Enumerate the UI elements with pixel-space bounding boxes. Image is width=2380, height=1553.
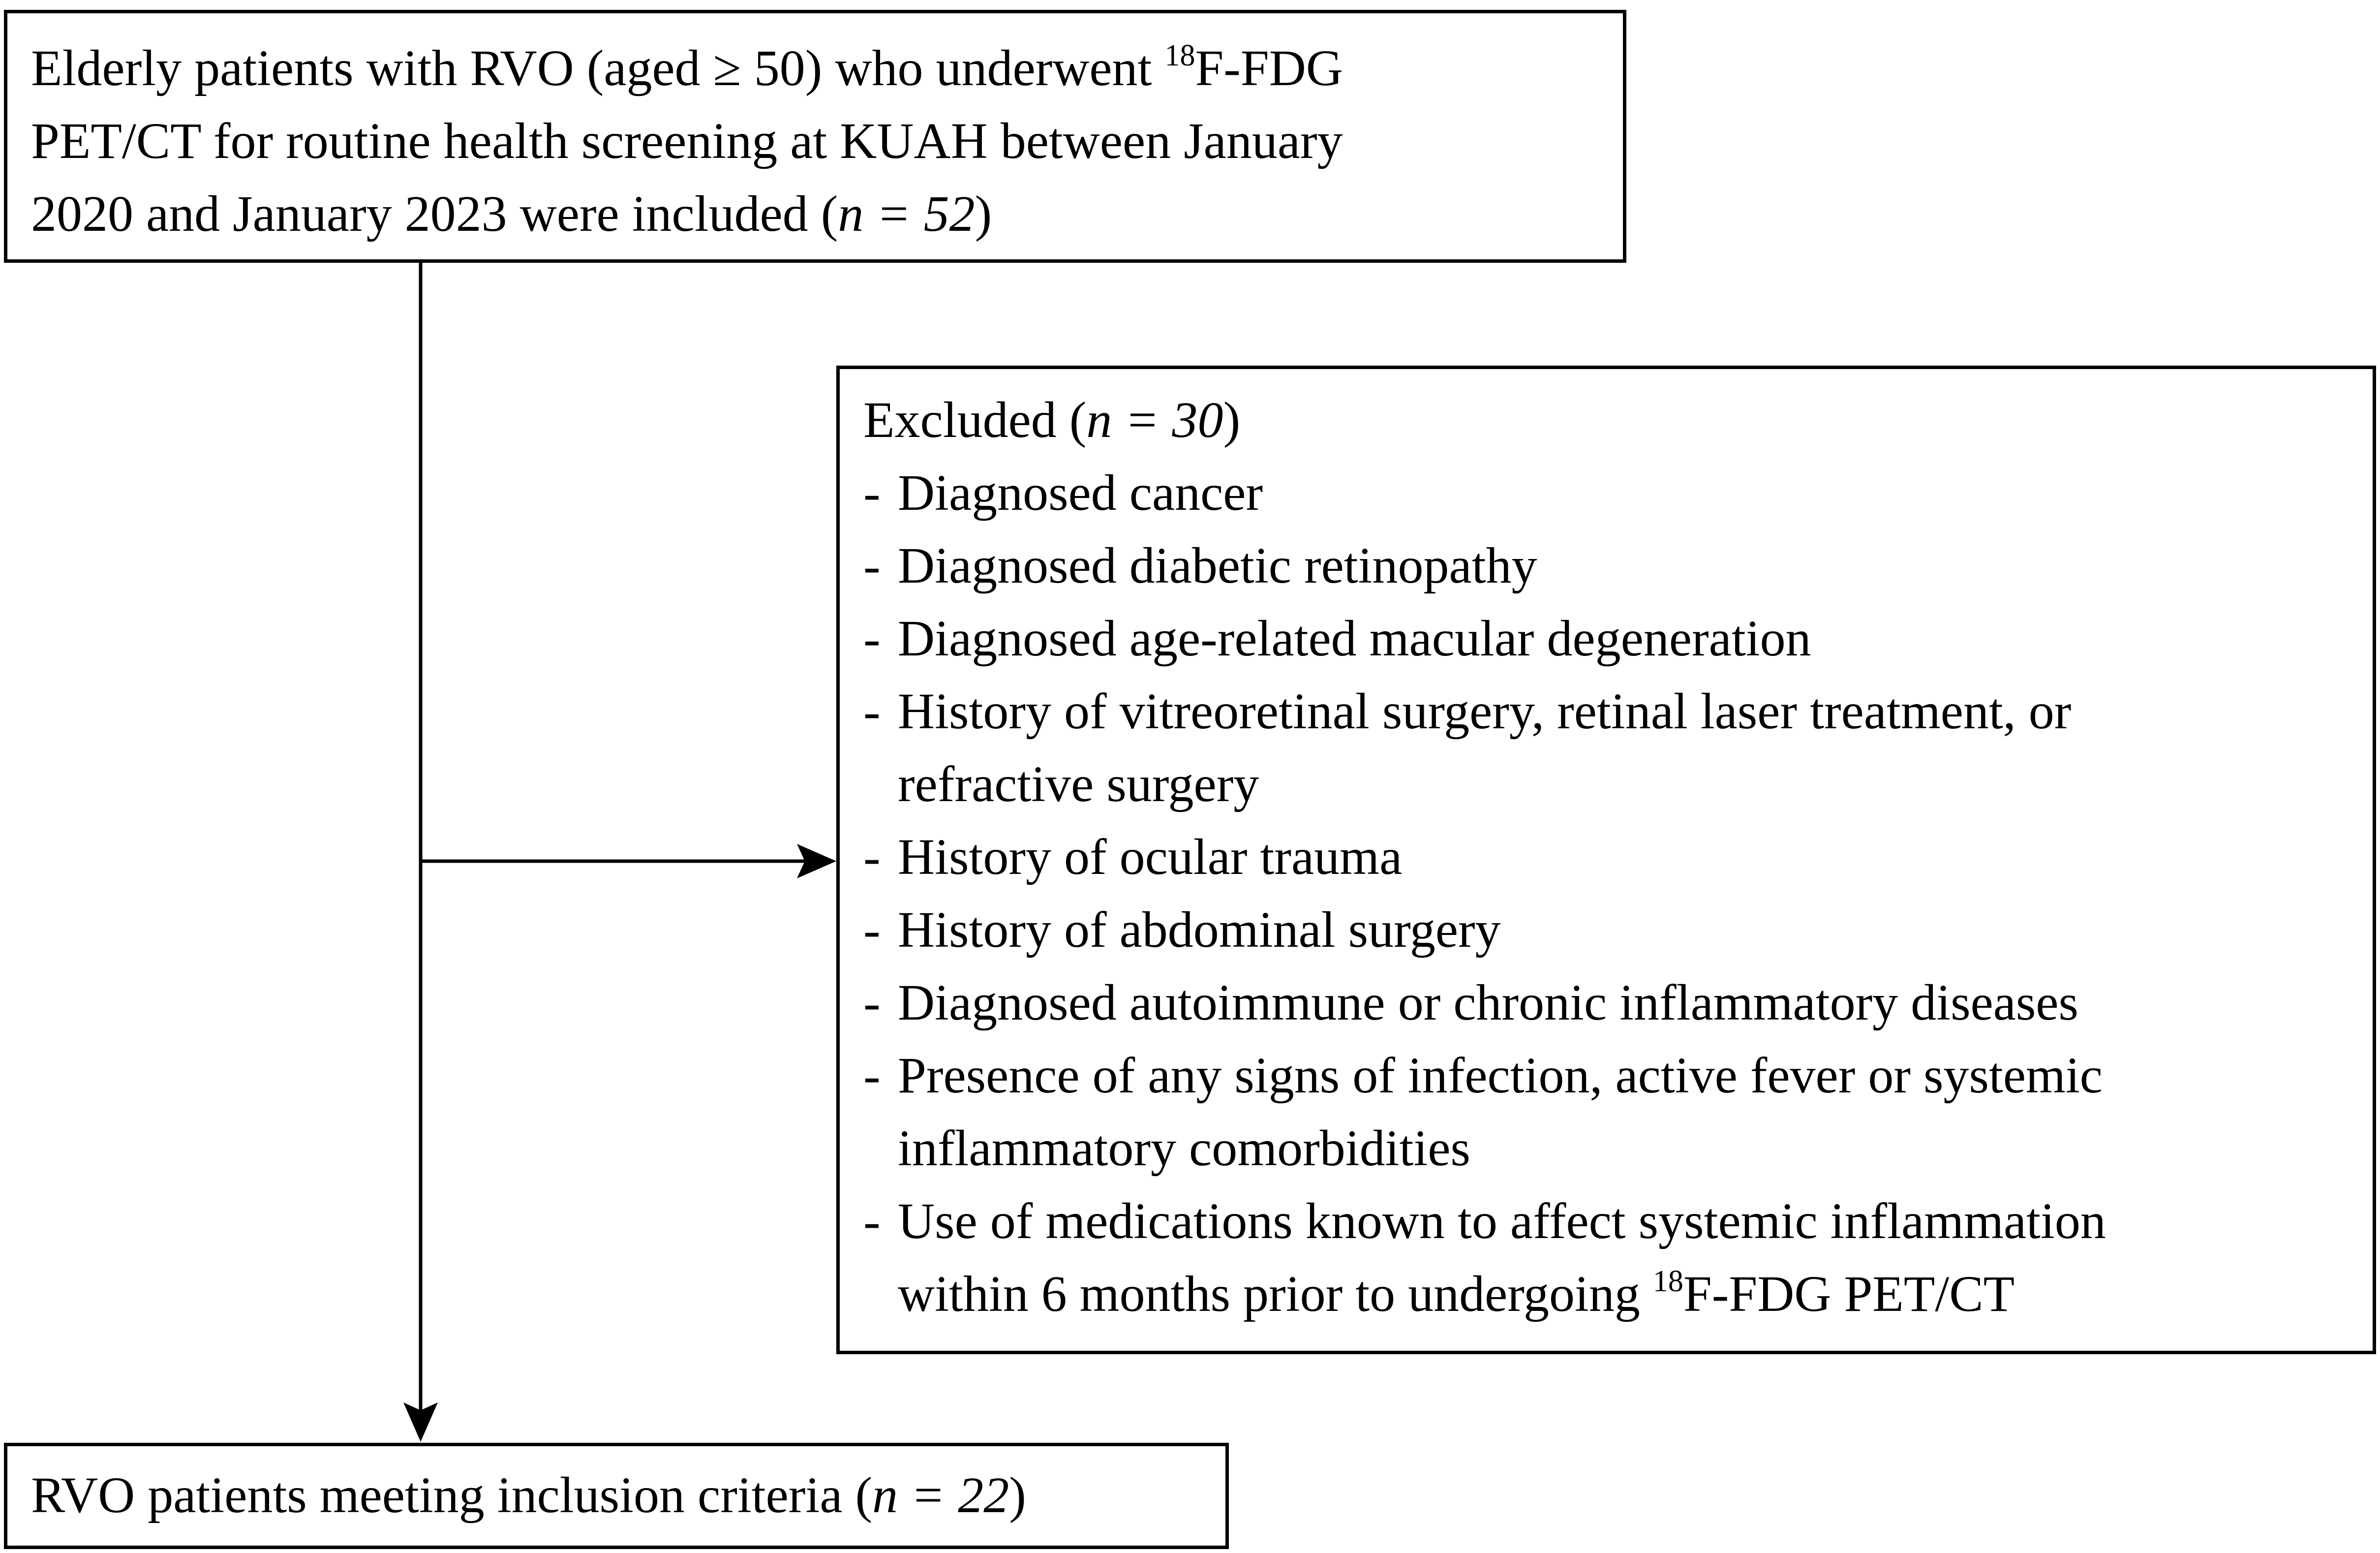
exclusion-list: -Diagnosed cancer-Diagnosed diabetic ret… <box>863 457 2373 1258</box>
exclusion-item-text: Diagnosed autoimmune or chronic inflamma… <box>898 974 2079 1031</box>
exclusion-item: -Diagnosed diabetic retinopathy <box>863 529 2373 602</box>
exclusion-item: inflammatory comorbidities <box>863 1112 2373 1185</box>
top-box-line-3-tail: ) <box>975 186 992 242</box>
exclusion-item-text: Diagnosed age-related macular degenerati… <box>898 610 1811 667</box>
bullet-dash: - <box>863 1193 881 1249</box>
top-box-line-2: PET/CT for routine health screening at K… <box>31 113 1343 169</box>
exclusion-item: refractive surgery <box>863 748 2373 821</box>
isotope-superscript: 18 <box>1164 39 1195 72</box>
bullet-dash: - <box>863 1047 881 1104</box>
excluded-title-text: Excluded ( <box>863 392 1087 448</box>
exclusion-item-text: inflammatory comorbidities <box>898 1120 1470 1177</box>
inclusion-source-box: Elderly patients with RVO (aged ≥ 50) wh… <box>4 10 1626 263</box>
arrowhead-right <box>797 844 836 878</box>
top-box-line-3: 2020 and January 2023 were included (n =… <box>31 178 1623 250</box>
exclusion-item: -History of ocular trauma <box>863 821 2373 894</box>
exclusion-item: -Use of medications known to affect syst… <box>863 1185 2373 1258</box>
arrowhead-down <box>403 1402 438 1442</box>
exclusion-last-line: within 6 months prior to undergoing 18F-… <box>863 1258 2373 1331</box>
bullet-dash: - <box>863 901 881 958</box>
exclusion-item: -Presence of any signs of infection, act… <box>863 1039 2373 1112</box>
total-count: n = 52 <box>838 186 975 242</box>
exclusion-item: -Diagnosed cancer <box>863 457 2373 529</box>
included-count: n = 22 <box>872 1467 1009 1523</box>
top-box-line-1-tail: F-FDG <box>1195 40 1343 96</box>
exclusion-item-text: History of abdominal surgery <box>898 901 1501 958</box>
excluded-count: n = 30 <box>1086 392 1223 448</box>
bullet-dash: - <box>863 829 881 885</box>
exclusion-item: -Diagnosed autoimmune or chronic inflamm… <box>863 966 2373 1039</box>
bullet-dash: - <box>863 683 881 740</box>
bullet-dash: - <box>863 537 881 594</box>
exclusion-item-text: Use of medications known to affect syste… <box>898 1193 2106 1249</box>
exclusion-item-text: Diagnosed cancer <box>898 465 1263 521</box>
excluded-title: Excluded (n = 30) <box>863 384 2373 457</box>
exclusion-item: -History of abdominal surgery <box>863 894 2373 966</box>
exclusion-last-line-tail: F-FDG PET/CT <box>1683 1266 2015 1322</box>
bottom-box-text-tail: ) <box>1009 1467 1026 1523</box>
bullet-dash: - <box>863 465 881 521</box>
bullet-dash: - <box>863 974 881 1031</box>
exclusion-item: -Diagnosed age-related macular degenerat… <box>863 602 2373 675</box>
exclusion-item-text: Presence of any signs of infection, acti… <box>898 1047 2103 1104</box>
top-box-line-1-text: Elderly patients with RVO (aged ≥ 50) wh… <box>31 40 1165 96</box>
isotope-superscript: 18 <box>1652 1265 1683 1298</box>
excluded-title-tail: ) <box>1223 392 1241 448</box>
exclusion-criteria-box: Excluded (n = 30) -Diagnosed cancer-Diag… <box>836 366 2376 1354</box>
top-box-line-3-text: 2020 and January 2023 were included ( <box>31 186 838 242</box>
top-box-line-1: Elderly patients with RVO (aged ≥ 50) wh… <box>31 32 1623 105</box>
exclusion-item-text: Diagnosed diabetic retinopathy <box>898 537 1537 594</box>
exclusion-last-line-text: within 6 months prior to undergoing <box>898 1266 1653 1322</box>
exclusion-item-text: refractive surgery <box>898 756 1259 812</box>
bullet-dash: - <box>863 610 881 667</box>
exclusion-item-text: History of vitreoretinal surgery, retina… <box>898 683 2072 740</box>
exclusion-item-text: History of ocular trauma <box>898 829 1403 885</box>
bottom-box-text: RVO patients meeting inclusion criteria … <box>31 1459 1225 1532</box>
exclusion-item: -History of vitreoretinal surgery, retin… <box>863 675 2373 748</box>
included-patients-box: RVO patients meeting inclusion criteria … <box>4 1443 1229 1549</box>
bottom-box-text-main: RVO patients meeting inclusion criteria … <box>31 1467 873 1523</box>
